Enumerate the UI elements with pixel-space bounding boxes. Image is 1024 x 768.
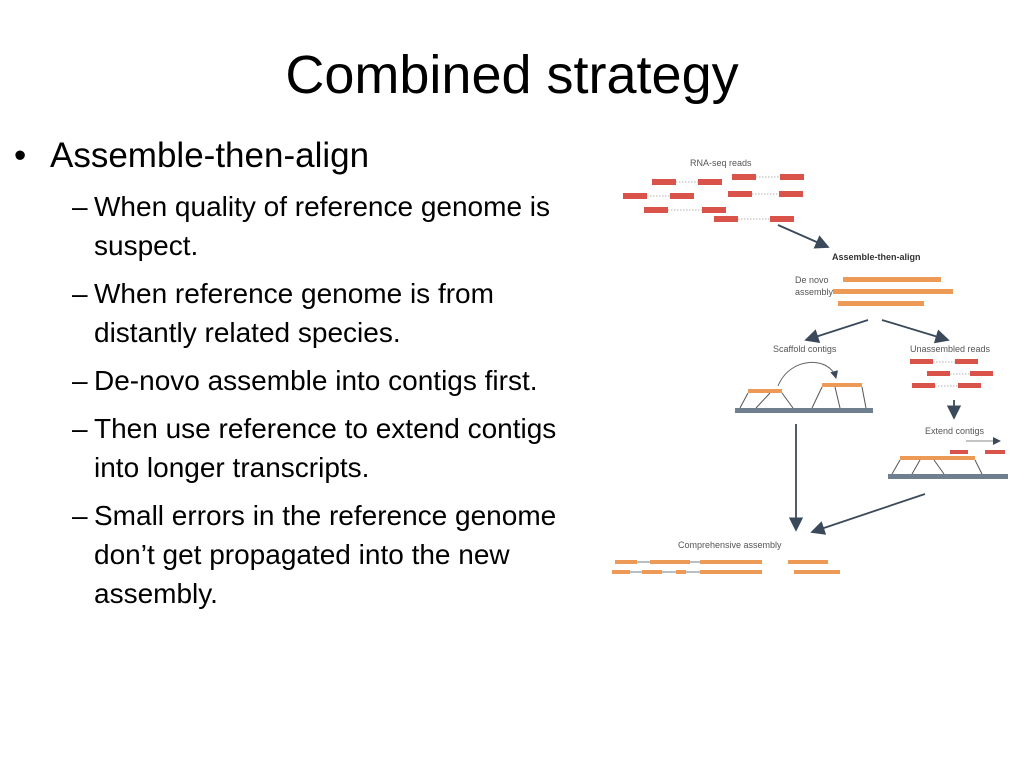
- dash-marker: –: [72, 365, 88, 396]
- label-extend-contigs: Extend contigs: [925, 426, 985, 436]
- rna-seq-reads-group: [623, 174, 804, 222]
- exon-bar: [612, 570, 630, 574]
- contig-bar: [748, 389, 782, 393]
- dash-marker: –: [72, 278, 88, 309]
- bullet-item: • Assemble-then-align: [14, 133, 594, 179]
- read-segment: [912, 383, 935, 388]
- read-segment: [702, 207, 726, 213]
- label-comprehensive-assembly: Comprehensive assembly: [678, 540, 782, 550]
- exon-bar: [700, 560, 762, 564]
- exon-bar: [788, 560, 828, 564]
- label-unassembled-reads: Unassembled reads: [910, 344, 991, 354]
- read-segment: [970, 371, 993, 376]
- exon-bar: [676, 570, 686, 574]
- subbullet-item: – Small errors in the reference genome d…: [72, 496, 594, 613]
- read-segment: [732, 174, 756, 180]
- scaffold-contigs-group: [735, 362, 873, 413]
- slide-title: Combined strategy: [285, 45, 739, 105]
- read-segment: [698, 179, 722, 185]
- arrow-to-unassembled: [881, 319, 950, 344]
- contig-bar: [822, 383, 862, 387]
- assembly-diagram: RNA-seq reads Assemble-then-align De nov…: [612, 158, 1008, 574]
- subbullet-item: – Then use reference to extend contigs i…: [72, 409, 594, 487]
- de-novo-contigs-group: [833, 277, 953, 306]
- read-segment: [955, 359, 978, 364]
- bullet-dot: •: [14, 136, 27, 175]
- subbullet-text: Then use reference to extend contigs int…: [94, 413, 557, 483]
- dash-marker: –: [72, 500, 88, 531]
- read-segment: [779, 191, 803, 197]
- contig-bar: [833, 289, 953, 294]
- read-segment: [958, 383, 981, 388]
- arrow-extend-to-final: [810, 493, 926, 535]
- read-segment: [714, 216, 738, 222]
- read-segment: [927, 371, 950, 376]
- label-assembly: assembly: [795, 287, 834, 297]
- read-segment: [950, 450, 968, 454]
- dash-marker: –: [72, 191, 88, 222]
- subbullet-text: When reference genome is from distantly …: [94, 278, 494, 348]
- exon-bar: [700, 570, 762, 574]
- arrow-to-strategy: [777, 224, 830, 249]
- label-assemble-then-align: Assemble-then-align: [832, 252, 921, 262]
- exon-bar: [642, 570, 662, 574]
- read-segment: [728, 191, 752, 197]
- subbullet-item: – When quality of reference genome is su…: [72, 187, 594, 265]
- read-segment: [623, 193, 647, 199]
- read-segment: [652, 179, 676, 185]
- read-segment: [985, 450, 1005, 454]
- read-segment: [910, 359, 933, 364]
- subbullet-item: – De-novo assemble into contigs first.: [72, 361, 594, 400]
- exon-bar: [650, 560, 690, 564]
- scaffold-link-arc: [777, 362, 839, 387]
- read-segment: [780, 174, 804, 180]
- read-segment: [670, 193, 694, 199]
- extend-contigs-group: [888, 437, 1008, 479]
- subbullet-text: De-novo assemble into contigs first.: [94, 365, 538, 396]
- read-segment: [770, 216, 794, 222]
- arrow-to-scaffold: [804, 319, 869, 343]
- exon-bar: [794, 570, 840, 574]
- dash-marker: –: [72, 413, 88, 444]
- bullet-text: Assemble-then-align: [50, 136, 370, 175]
- reference-genome-bar: [888, 474, 1008, 479]
- label-de-novo: De novo: [795, 275, 829, 285]
- contig-bar: [843, 277, 941, 282]
- read-segment: [644, 207, 668, 213]
- contig-bar: [900, 456, 975, 460]
- subbullet-text: Small errors in the reference genome don…: [94, 500, 557, 609]
- unassembled-reads-group: [910, 359, 993, 388]
- contig-bar: [838, 301, 924, 306]
- comprehensive-assembly-group: [612, 560, 840, 574]
- label-rna-seq-reads: RNA-seq reads: [690, 158, 752, 168]
- bullet-list: • Assemble-then-align – When quality of …: [14, 133, 594, 613]
- subbullet-text: When quality of reference genome is susp…: [94, 191, 551, 261]
- reference-genome-bar: [735, 408, 873, 413]
- label-scaffold-contigs: Scaffold contigs: [773, 344, 837, 354]
- subbullet-item: – When reference genome is from distantl…: [72, 274, 594, 352]
- exon-bar: [615, 560, 637, 564]
